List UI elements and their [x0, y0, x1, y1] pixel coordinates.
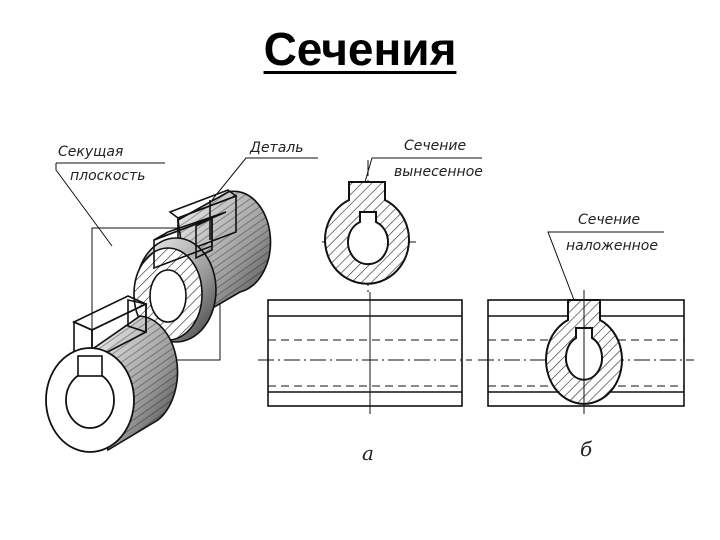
removed-section-label-1: Сечение [404, 138, 466, 154]
middle-section-ring [133, 211, 227, 343]
part-label: Деталь [249, 140, 303, 156]
superimposed-section-label-1: Сечение [578, 212, 640, 228]
removed-section-label-2: вынесенное [394, 164, 483, 180]
part-leader [211, 157, 318, 201]
page-title: Сечения [263, 23, 457, 75]
letter-b: б [580, 437, 593, 461]
shaft-front-segment [45, 295, 179, 453]
superimposed-section-view: Сечение наложенное б [478, 212, 694, 461]
shaft-view-a [267, 299, 463, 407]
superimposed-section-label-2: наложенное [566, 238, 658, 254]
cutting-plane-label-1: Секущая [58, 144, 123, 160]
isometric-view: Секущая плоскость Деталь [45, 140, 318, 453]
removed-section-view: Сечение вынесенное а [258, 138, 483, 465]
cutting-plane-leader [55, 163, 113, 247]
letter-a: а [362, 441, 374, 465]
cutting-plane-label-2: плоскость [70, 168, 146, 184]
